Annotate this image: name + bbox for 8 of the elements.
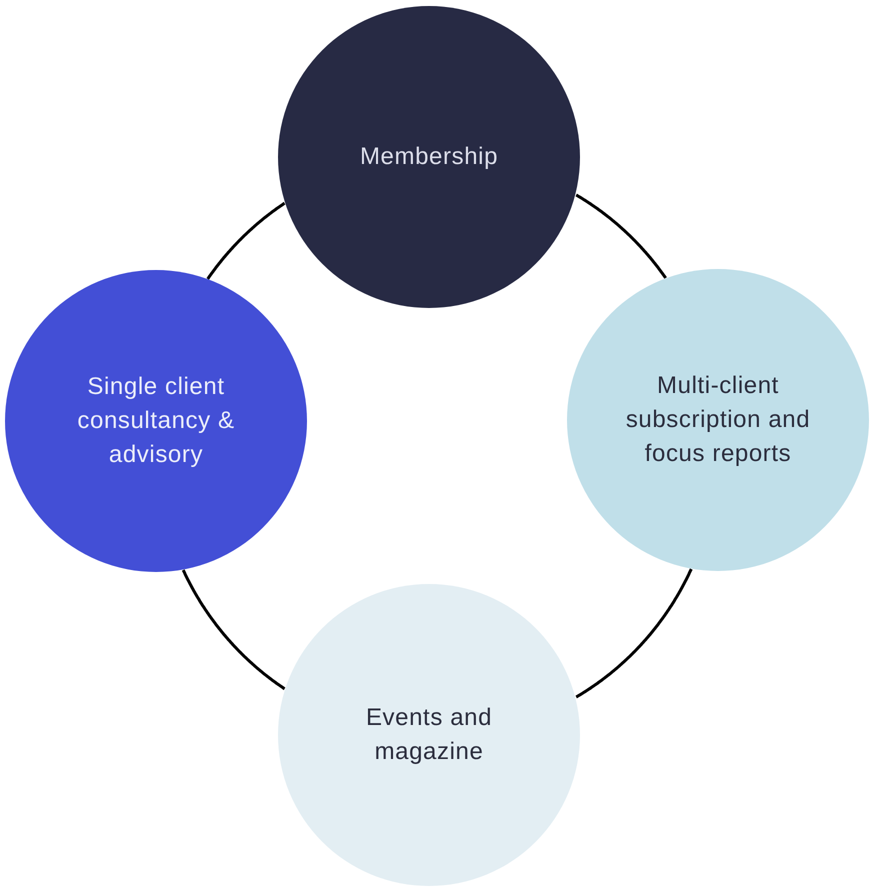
connector-arc	[575, 568, 693, 698]
node-label: Multi-client subscription and focus reports	[624, 371, 812, 469]
connector-arc	[206, 202, 286, 280]
connector-arc	[182, 569, 286, 690]
connector-arc	[576, 194, 667, 279]
node-label: Events and magazine	[364, 703, 494, 767]
node-label: Single client consultancy & advisory	[76, 372, 236, 470]
node-label: Membership	[360, 142, 498, 172]
